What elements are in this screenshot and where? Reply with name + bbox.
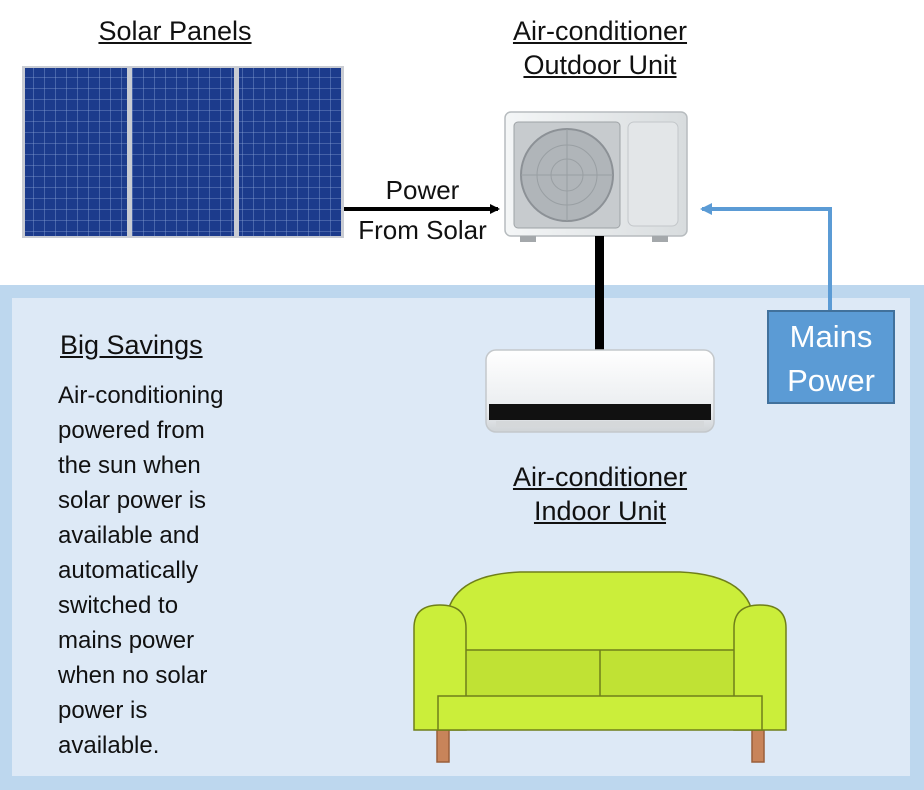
power-label-line1: Power (385, 175, 460, 205)
mains-power-box: Mains Power (767, 310, 895, 404)
savings-line: power is (58, 697, 148, 724)
savings-line: mains power (58, 627, 195, 654)
savings-description: Air-conditioning powered from the sun wh… (58, 378, 258, 763)
outdoor-unit-title: Air-conditioner Outdoor Unit (470, 14, 730, 82)
outdoor-unit-image (504, 111, 688, 242)
indoor-unit-title-line1: Air-conditioner (512, 462, 688, 492)
savings-line: powered from (58, 417, 205, 444)
sofa-image (413, 571, 787, 763)
savings-line: available and (58, 522, 200, 549)
indoor-unit-title: Air-conditioner Indoor Unit (470, 460, 730, 528)
big-savings-heading: Big Savings (60, 330, 203, 360)
solar-panel-2 (132, 68, 234, 236)
power-label-line2: From Solar (358, 215, 487, 245)
mains-label-line2: Power (787, 363, 875, 398)
savings-line: Air-conditioning (58, 382, 224, 409)
savings-line: available. (58, 732, 160, 759)
outdoor-unit-title-line1: Air-conditioner (512, 16, 688, 46)
solar-panels-title: Solar Panels (98, 16, 252, 46)
power-from-solar-label: Power From Solar (345, 170, 500, 250)
indoor-unit-title-line2: Indoor Unit (533, 496, 667, 526)
outdoor-unit-title-line2: Outdoor Unit (523, 50, 677, 80)
mains-power-arrow (700, 203, 832, 310)
savings-line: the sun when (58, 452, 201, 479)
savings-line: switched to (58, 592, 179, 619)
savings-line: automatically (58, 557, 199, 584)
savings-line: when no solar (58, 662, 208, 689)
indoor-unit-image (485, 349, 715, 433)
refrigerant-pipe (595, 236, 604, 352)
solar-panel-1 (25, 68, 127, 236)
savings-line: solar power is (58, 487, 207, 514)
solar-panel-3 (239, 68, 341, 236)
mains-label-line1: Mains (789, 319, 873, 354)
solar-panels-image (22, 66, 344, 238)
